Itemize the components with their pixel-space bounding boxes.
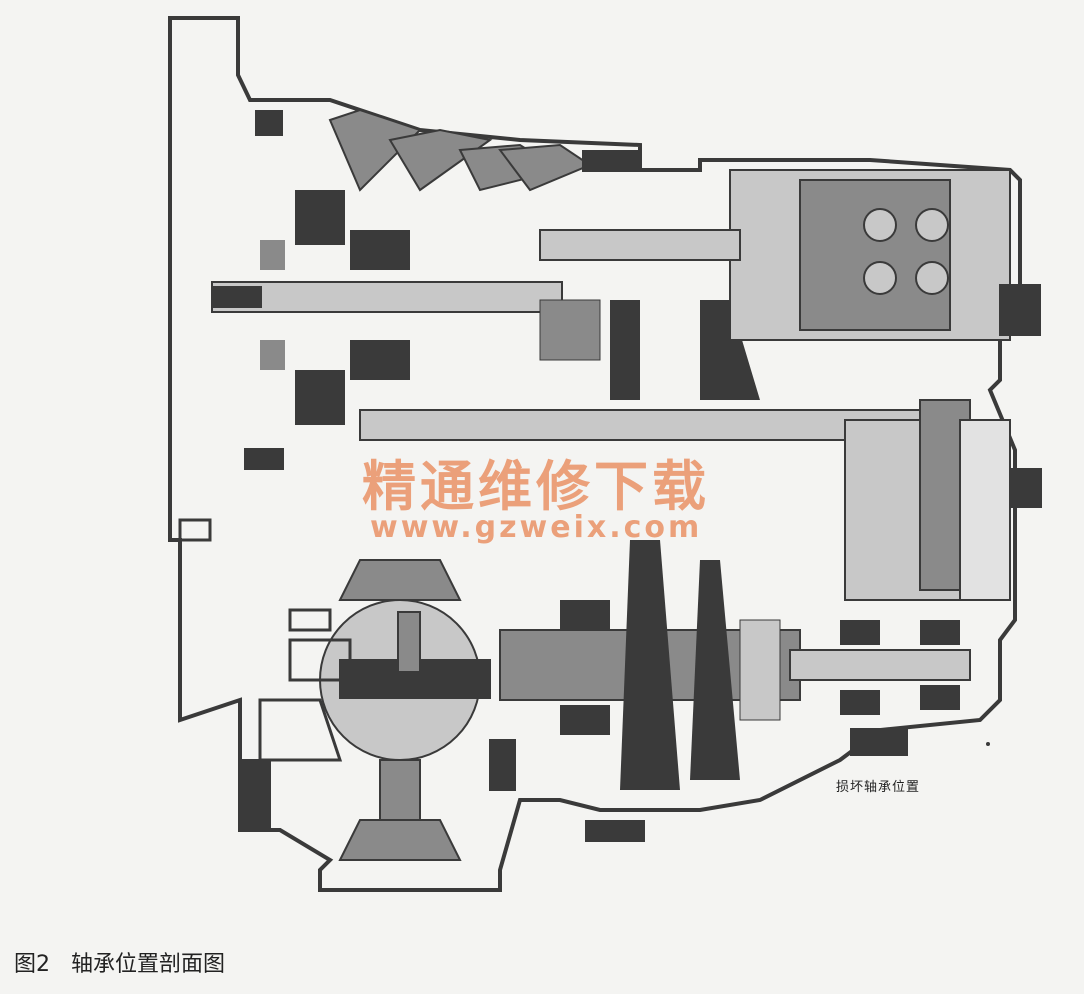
damaged-bearing-label: 损坏轴承位置 [836,780,921,795]
watermark-chinese: 精通维修下载 [362,454,710,518]
transmission-housing [168,16,1022,892]
secondary-pulley [499,540,801,790]
lower-housing [178,518,352,762]
input-shaft [211,281,563,313]
upper-case-ribs [328,108,593,192]
output-drum [844,399,1011,601]
primary-pulley-shaft [359,299,941,441]
output-shaft [789,620,971,715]
figure-caption: 图2 轴承位置剖面图 [14,946,225,978]
callout-marker [986,742,990,746]
housing-bolts [244,110,1042,842]
clutch-pack [260,190,410,425]
figure-title: 轴承位置剖面图 [71,952,226,977]
differential [239,559,516,861]
figure-number: 图2 [14,952,50,977]
watermark-url: www.gzweix.com [370,510,703,545]
valve-body [539,169,1041,341]
damaged-bearing [850,728,908,756]
